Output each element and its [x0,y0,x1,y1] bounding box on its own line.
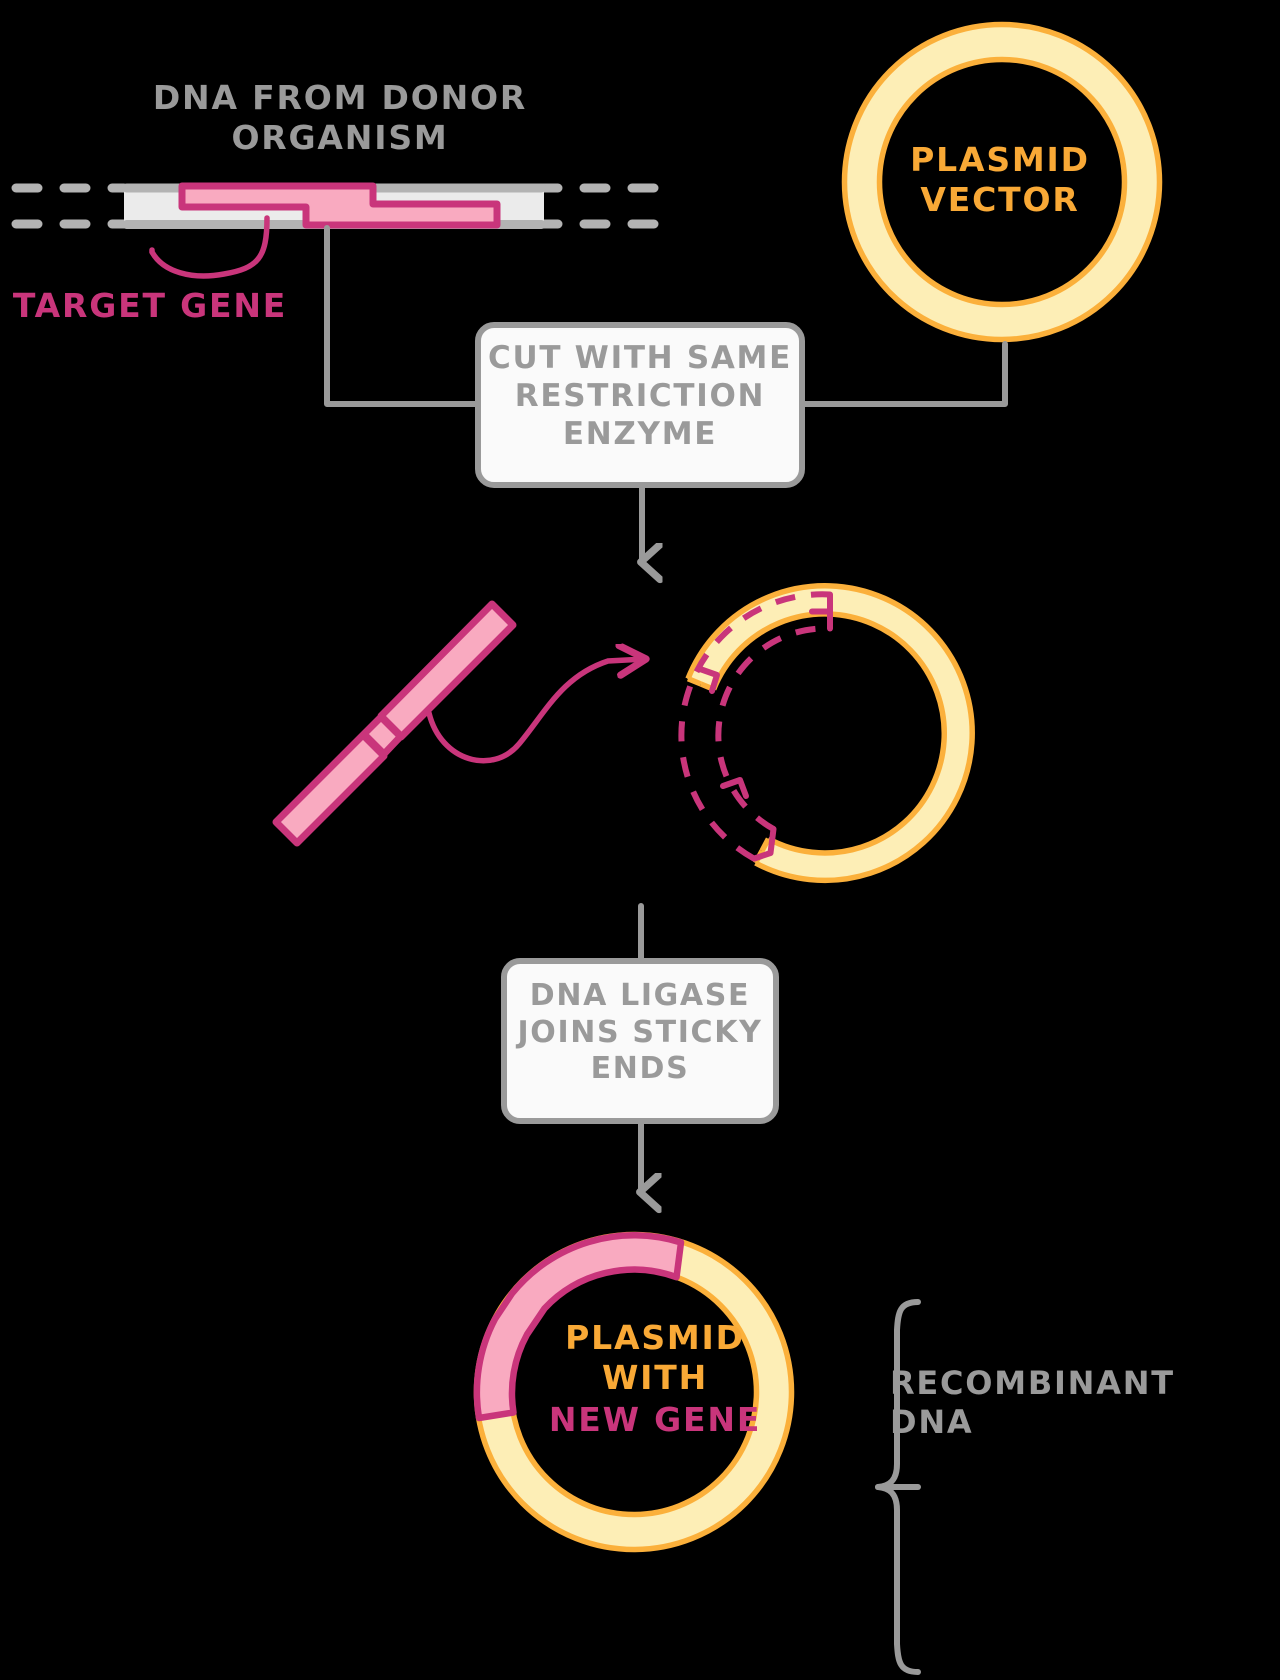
inserted-gene-arc [473,1232,685,1422]
recombinant-brace-icon [875,1299,921,1675]
dna-dashes-right [531,183,661,229]
insert-site-dashed-outline [678,591,831,862]
opened-plasmid [678,583,975,884]
insert-arrow-icon [426,659,645,764]
connector-donor-to-enzyme [324,225,483,407]
target-gene-leader-icon [149,215,270,279]
dna-dashes-left [11,183,129,229]
target-gene-shape [178,182,501,229]
cut-enzyme-box [475,322,805,488]
plasmid-vector-ring [841,21,1163,343]
donor-dna-strand [11,182,661,229]
recombinant-plasmid [473,1231,795,1553]
dna-ligase-box [501,958,779,1124]
connector-plasmid-to-enzyme [797,341,1008,407]
cut-dna-fragment-outline [272,600,517,847]
insert-site-sticky-ends [697,591,833,862]
